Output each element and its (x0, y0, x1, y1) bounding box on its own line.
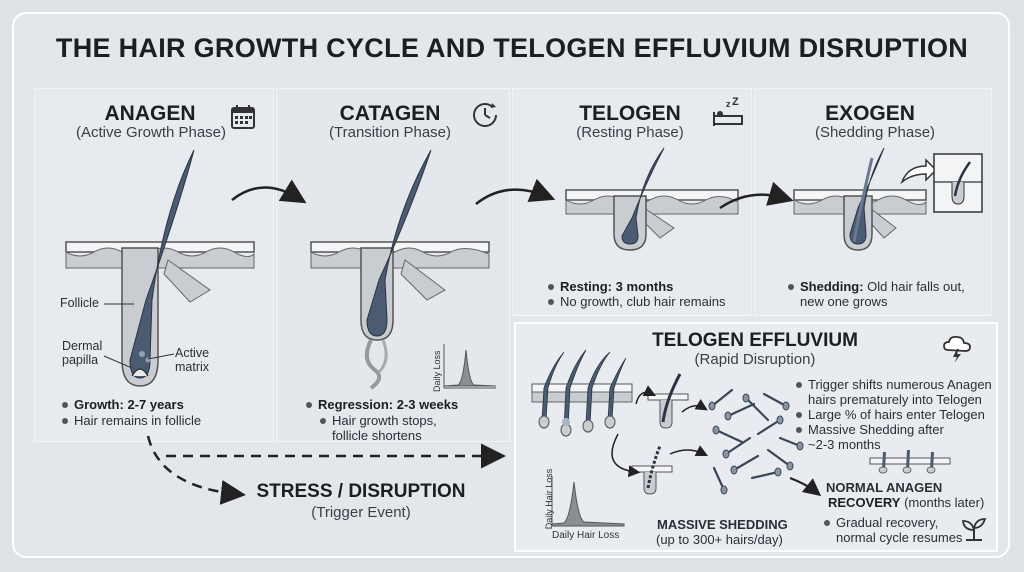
catagen-bullet-2b: follicle shortens (332, 428, 422, 444)
label-follicle: Follicle (60, 296, 99, 310)
catagen-subtitle: (Transition Phase) (329, 124, 451, 141)
telogen-subtitle: (Resting Phase) (576, 124, 684, 141)
telogen-effluvium-panel (514, 322, 998, 552)
stress-subtitle: (Trigger Event) (311, 504, 411, 521)
follicle-pointer (104, 303, 134, 305)
exogen-b1b-text: new one grows (800, 294, 888, 309)
te-b2: Large % of hairs enter Telogen (808, 407, 985, 422)
anagen-b1-bold: Growth: (74, 397, 124, 412)
catagen-title: CATAGEN (339, 102, 441, 125)
telogen-follicle-illustration (565, 147, 739, 251)
te-bullet-3: Massive Shedding after (796, 422, 944, 438)
catagen-b1-text: 2-3 weeks (393, 397, 459, 412)
label-matrix: matrix (175, 360, 210, 374)
catagen-follicle-illustration (310, 149, 490, 390)
catagen-bullet-2: Hair growth stops, (320, 413, 437, 429)
te-b1b: hairs prematurely into Telogen (808, 392, 982, 407)
calendar-icon (231, 105, 255, 129)
recovery-bullet-1: Gradual recovery, (824, 515, 938, 531)
telogen-title: TELOGEN (579, 102, 681, 125)
stress-title: STRESS / DISRUPTION (256, 481, 466, 502)
exogen-bullet-1b: new one grows (800, 294, 887, 310)
svg-text:Z: Z (732, 96, 739, 108)
telogen-b1-text: 3 months (612, 279, 674, 294)
exogen-follicle-illustration (793, 147, 927, 251)
te-title: TELOGEN EFFLUVIUM (652, 330, 858, 351)
exogen-b1-text: Old hair falls out, (863, 279, 965, 294)
te-bullet-2: Large % of hairs enter Telogen (796, 407, 985, 423)
te-chart-ylabel: Daily Hair Loss (544, 468, 554, 530)
sprout-icon (961, 518, 987, 541)
papilla-pointer (103, 355, 133, 369)
catagen-bullet-1: Regression: 2-3 weeks (306, 397, 458, 413)
te-b1a: Trigger shifts numerous Anagen (808, 377, 992, 392)
label-papilla: papilla (62, 353, 99, 367)
te-subtitle: (Rapid Disruption) (694, 351, 816, 368)
recovery-bullet-1b: normal cycle resumes (836, 530, 962, 546)
hair-exit-icon (900, 153, 983, 213)
catagen-b2b: follicle shortens (332, 428, 422, 443)
storm-cloud-icon (943, 335, 971, 363)
anagen-title: ANAGEN (104, 102, 196, 125)
anagen-subtitle: (Active Growth Phase) (75, 124, 227, 141)
page-title: THE HAIR GROWTH CYCLE AND TELOGEN EFFLUV… (55, 33, 969, 63)
te-b3a: Massive Shedding after (808, 422, 944, 437)
exogen-subtitle: (Shedding Phase) (814, 124, 936, 141)
catagen-b1-bold: Regression: (318, 397, 394, 412)
matrix-pointer (147, 353, 175, 360)
exogen-b1-bold: Shedding: (800, 279, 864, 294)
svg-text:z: z (726, 99, 731, 109)
te-massive-title: MASSIVE SHEDDING (657, 517, 788, 532)
te-bullet-1b: hairs prematurely into Telogen (808, 392, 982, 408)
sleep-bed-icon: z Z (713, 96, 743, 126)
anagen-bullet-2: Hair remains in follicle (62, 413, 201, 429)
te-massive-sub: (up to 300+ hairs/day) (656, 532, 783, 547)
telogen-b1-bold: Resting: (560, 279, 612, 294)
anagen-bullet-1: Growth: 2-7 years (62, 397, 184, 413)
te-bullet-3b: ~2-3 months (808, 437, 881, 453)
recovery-b1b: normal cycle resumes (836, 530, 963, 545)
label-dermal: Dermal (62, 339, 103, 353)
te-follicles-illustration (531, 349, 822, 497)
exogen-title: EXOGEN (825, 102, 915, 125)
anagen-follicle-illustration (65, 149, 255, 387)
catagen-b2a: Hair growth stops, (332, 413, 437, 428)
clock-refresh-icon (473, 103, 497, 127)
te-daily-loss-chart (551, 476, 625, 527)
te-b3b: ~2-3 months (808, 437, 881, 452)
label-active: Active (175, 346, 210, 360)
recovery-line-2: RECOVERY (months later) (828, 495, 984, 511)
telogen-bullet-1: Resting: 3 months (548, 279, 673, 295)
telogen-bullet-2: No growth, club hair remains (548, 294, 725, 310)
te-bullet-1: Trigger shifts numerous Anagen (796, 377, 992, 393)
recovery-title: NORMAL ANAGEN (826, 480, 943, 495)
exogen-bullet-1: Shedding: Old hair falls out, (788, 279, 965, 295)
recovery-title-b: RECOVERY (828, 495, 901, 510)
anagen-b1-text: 2-7 years (123, 397, 184, 412)
recovery-follicles (869, 450, 951, 474)
anagen-b2-text: Hair remains in follicle (74, 413, 202, 428)
recovery-when: (months later) (900, 495, 985, 510)
catagen-daily-loss-inset (443, 344, 497, 389)
telogen-b2-text: No growth, club hair remains (560, 294, 726, 309)
recovery-b1a: Gradual recovery, (836, 515, 939, 530)
te-chart-xlabel: Daily Hair Loss (552, 530, 620, 541)
